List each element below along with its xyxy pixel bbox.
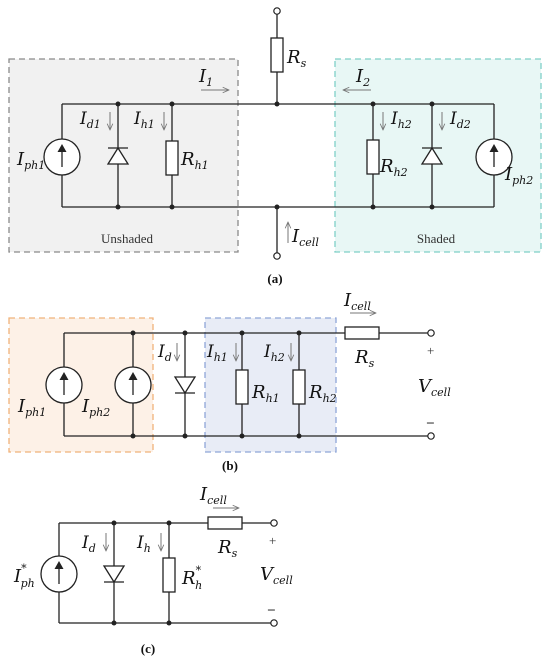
- shunt-resistor-rh2: [366, 139, 380, 175]
- terminal-minus-c: [270, 619, 278, 627]
- label-plus-b: +: [427, 343, 434, 358]
- label-iph1-b: Iph1: [17, 396, 46, 419]
- label-icell-b: Icell: [343, 290, 371, 313]
- label-plus-c: +: [269, 533, 276, 548]
- label-icell-a: Icell: [291, 226, 319, 249]
- label-id2: Id2: [449, 109, 471, 131]
- label-id-b: Id: [157, 342, 172, 364]
- blue-region-box: [204, 317, 337, 453]
- label-rh2-b: Rh2: [308, 382, 337, 405]
- label-rs-c: Rs: [217, 537, 238, 560]
- caption-a: (a): [267, 271, 282, 286]
- label-ih-c: Ih: [136, 533, 151, 555]
- diode-d2: [420, 146, 444, 165]
- label-rs-a: Rs: [286, 47, 307, 70]
- label-iph-star: I*ph: [13, 562, 35, 590]
- shunt-resistor-rh-star: [162, 557, 176, 593]
- label-iph2-b: Iph2: [81, 396, 110, 419]
- label-i1: I1: [198, 66, 213, 89]
- label-rh2: Rh2: [379, 156, 408, 179]
- series-resistor-rs-c: [207, 516, 243, 530]
- panel-a: Rs I1 I2 Id1 Ih1 Ih2 Id2 Iph1 Rh1 Rh2 Ip…: [8, 7, 542, 286]
- unshaded-region-box: [8, 58, 239, 253]
- panel-c: Icell Rs Id Ih I*ph R*h + Vcell − (c): [13, 484, 293, 656]
- label-rh-star: R*h: [181, 564, 202, 592]
- label-rh1: Rh1: [180, 149, 209, 172]
- top-terminal: [273, 7, 281, 15]
- unshaded-label: Unshaded: [101, 231, 153, 246]
- label-iph2: Iph2: [504, 164, 533, 187]
- terminal-minus-b: [427, 432, 435, 440]
- label-minus-c: −: [267, 603, 276, 619]
- label-rh1-b: Rh1: [251, 382, 280, 405]
- label-id-c: Id: [81, 533, 96, 555]
- caption-b: (b): [222, 458, 238, 473]
- label-i2: I2: [355, 66, 370, 89]
- label-rs-b: Rs: [354, 347, 375, 370]
- label-ih2-b: Ih2: [263, 342, 285, 364]
- label-ih1: Ih1: [133, 109, 155, 131]
- shaded-label: Shaded: [417, 231, 456, 246]
- series-resistor-rs: [270, 37, 284, 73]
- label-vcell-c: Vcell: [260, 564, 293, 587]
- diode-c: [102, 565, 126, 584]
- shunt-resistor-rh1-b: [235, 369, 249, 405]
- diode-d1: [106, 146, 130, 165]
- diode-b: [173, 376, 197, 395]
- label-minus-b: −: [426, 416, 435, 432]
- shunt-resistor-rh2-b: [292, 369, 306, 405]
- label-ih2: Ih2: [390, 109, 412, 131]
- terminal-plus-b: [427, 329, 435, 337]
- bottom-terminal: [273, 252, 281, 260]
- panel-b: Icell Rs Id Ih1 Ih2 Iph1 Iph2 Rh1 Rh2 + …: [8, 290, 451, 473]
- shunt-resistor-rh1: [165, 140, 179, 176]
- caption-c: (c): [141, 641, 155, 656]
- label-iph1: Iph1: [16, 149, 45, 172]
- label-vcell-b: Vcell: [418, 376, 451, 399]
- terminal-plus-c: [270, 519, 278, 527]
- label-icell-c: Icell: [199, 484, 227, 507]
- label-id1: Id1: [79, 109, 101, 131]
- series-resistor-rs-b: [344, 326, 380, 340]
- label-ih1-b: Ih1: [206, 342, 228, 364]
